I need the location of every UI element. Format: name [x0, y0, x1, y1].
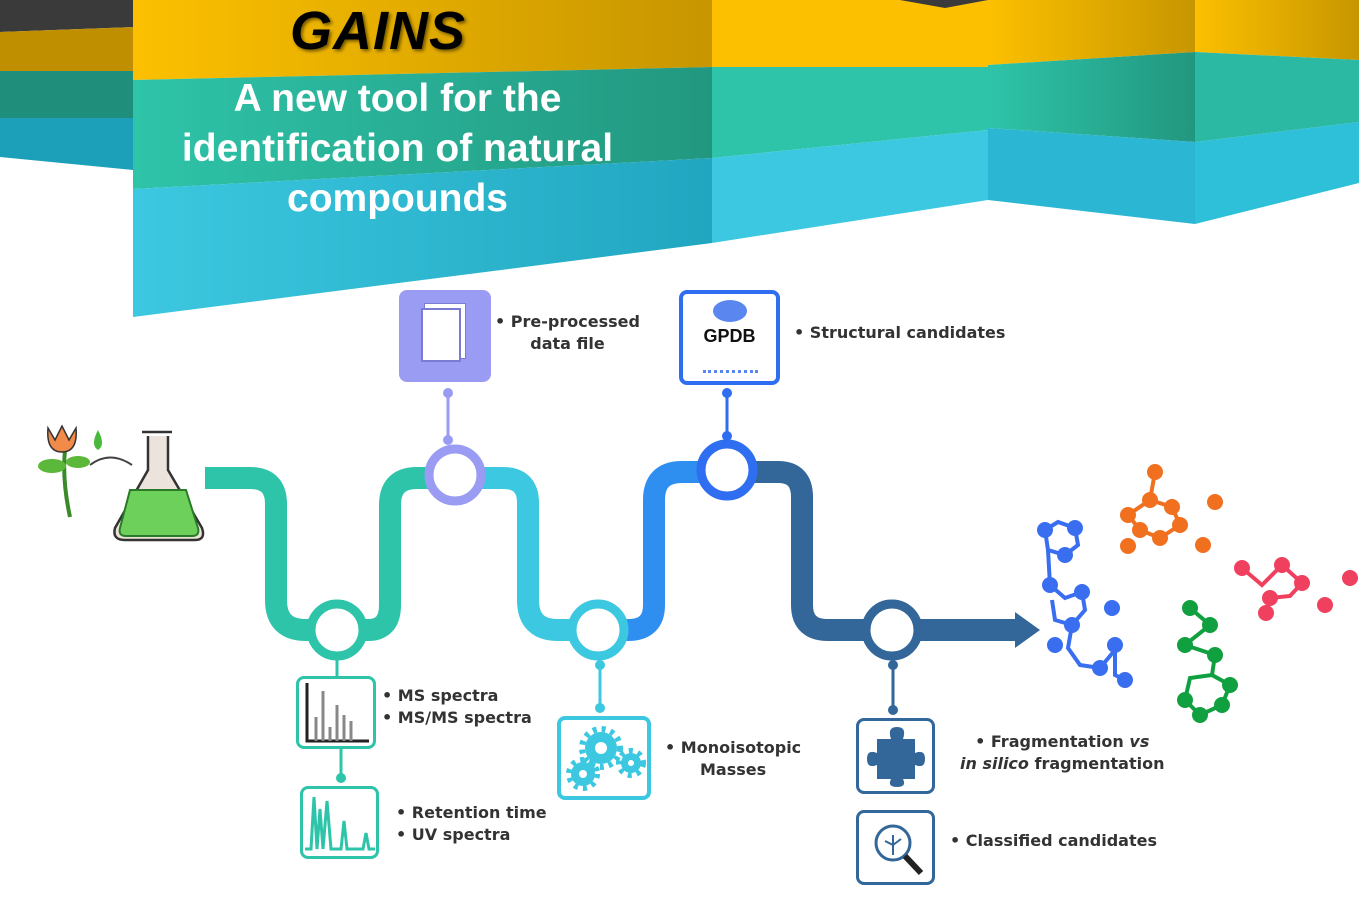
- masses-label: Masses: [700, 760, 767, 779]
- preprocessed-line1: • Pre-processed: [495, 312, 640, 331]
- ms-spectrum-icon: [296, 676, 376, 749]
- puzzle-piece-icon: [856, 718, 935, 794]
- gpdb-label: GPDB: [703, 326, 756, 346]
- gears-icon: [557, 716, 651, 800]
- plant-flask-icon: [38, 424, 205, 542]
- node-gpdb: [696, 439, 758, 501]
- uv-spectra-label: • UV spectra: [396, 825, 511, 844]
- magnifier-icon: [856, 810, 935, 885]
- node-mono: [567, 599, 629, 661]
- frag-rest: fragmentation: [1028, 754, 1165, 773]
- arrow-head: [1015, 612, 1040, 648]
- molecule-red: [1234, 557, 1358, 621]
- retention-time-label: • Retention time: [396, 803, 547, 822]
- chromatogram-icon: [300, 786, 379, 859]
- frag-bullet: • Fragmentation: [975, 732, 1130, 751]
- node-preprocessed: [424, 444, 486, 506]
- molecule-green: [1177, 600, 1238, 723]
- monoisotopic-label: • Monoisotopic: [665, 738, 802, 757]
- preprocessed-label: • Pre-processed data file: [495, 311, 640, 355]
- msms-spectra-label: • MS/MS spectra: [382, 708, 532, 727]
- molecule-blue: [1037, 519, 1133, 688]
- structural-candidates-label: • Structural candidates: [794, 323, 1006, 342]
- fragmentation-label: • Fragmentation vs in silico fragmentati…: [960, 731, 1164, 775]
- data-file-icon: [399, 290, 491, 382]
- classified-candidates-label: • Classified candidates: [950, 831, 1157, 850]
- app-title: GAINS: [290, 1, 467, 61]
- subtitle: A new tool for the identification of nat…: [181, 77, 614, 220]
- molecule-orange: [1120, 464, 1223, 554]
- preprocessed-line2: data file: [530, 334, 605, 353]
- ms-spectra-label: • MS spectra: [382, 686, 499, 705]
- node-ms: [306, 599, 368, 661]
- gpdb-database-icon: GPDB: [679, 290, 780, 385]
- frag-vs: vs: [1129, 732, 1150, 751]
- frag-insilico: in silico: [960, 754, 1029, 773]
- node-frag: [861, 599, 923, 661]
